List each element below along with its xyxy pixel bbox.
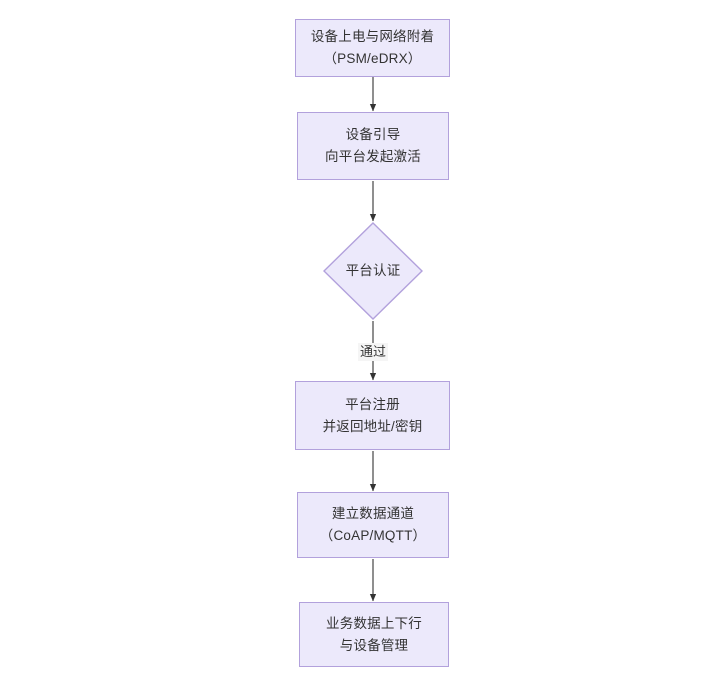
node-platform-auth[interactable]: 平台认证 bbox=[323, 222, 423, 320]
node-label-platform-register: 平台注册 并返回地址/密钥 bbox=[322, 396, 423, 434]
node-label-power-on: 设备上电与网络附着 （PSM/eDRX） bbox=[310, 29, 435, 66]
node-business-data[interactable]: 业务数据上下行 与设备管理 bbox=[299, 602, 449, 667]
node-label-business-data: 业务数据上下行 与设备管理 bbox=[326, 615, 422, 653]
node-bootstrap[interactable]: 设备引导 向平台发起激活 bbox=[297, 112, 449, 180]
node-platform-register[interactable]: 平台注册 并返回地址/密钥 bbox=[295, 381, 450, 450]
node-label-bootstrap: 设备引导 向平台发起激活 bbox=[325, 127, 421, 164]
node-data-channel[interactable]: 建立数据通道 （CoAP/MQTT） bbox=[297, 492, 449, 558]
node-label-data-channel: 建立数据通道 （CoAP/MQTT） bbox=[319, 506, 427, 543]
node-label-platform-auth: 平台认证 bbox=[345, 263, 401, 278]
edge-label-e3: 通过 bbox=[357, 343, 389, 361]
diamond-shape bbox=[323, 222, 423, 320]
node-power-on[interactable]: 设备上电与网络附着 （PSM/eDRX） bbox=[295, 19, 450, 77]
